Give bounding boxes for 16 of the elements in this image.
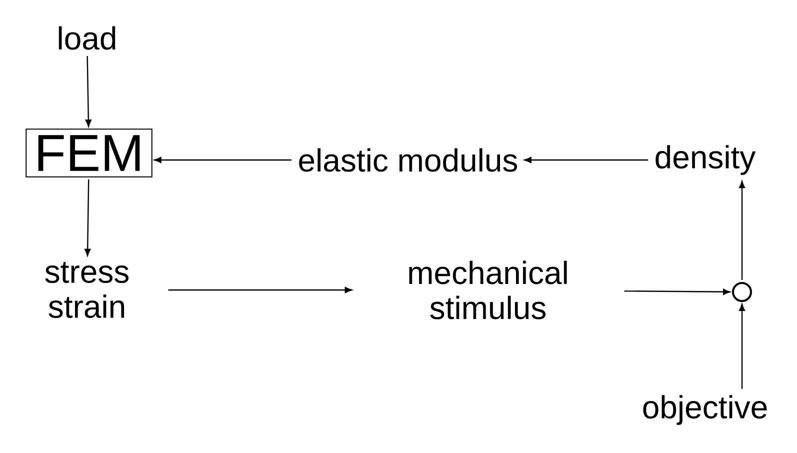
node-label: density xyxy=(656,145,756,175)
arrow xyxy=(85,56,92,127)
junction-circle xyxy=(732,282,752,302)
node-label: load xyxy=(58,26,116,50)
arrow xyxy=(154,156,292,164)
node-label: stress strain xyxy=(45,262,128,318)
node-label: objective xyxy=(643,395,767,425)
node-label: elastic modulus xyxy=(299,148,518,172)
node-label: mechanical stimulus xyxy=(409,260,567,320)
arrow xyxy=(168,286,352,294)
arrow xyxy=(84,179,91,256)
arrow xyxy=(524,156,648,164)
arrow xyxy=(738,180,746,280)
fem-box: FEM xyxy=(26,128,152,178)
arrow xyxy=(738,304,746,389)
arrow xyxy=(624,288,730,295)
